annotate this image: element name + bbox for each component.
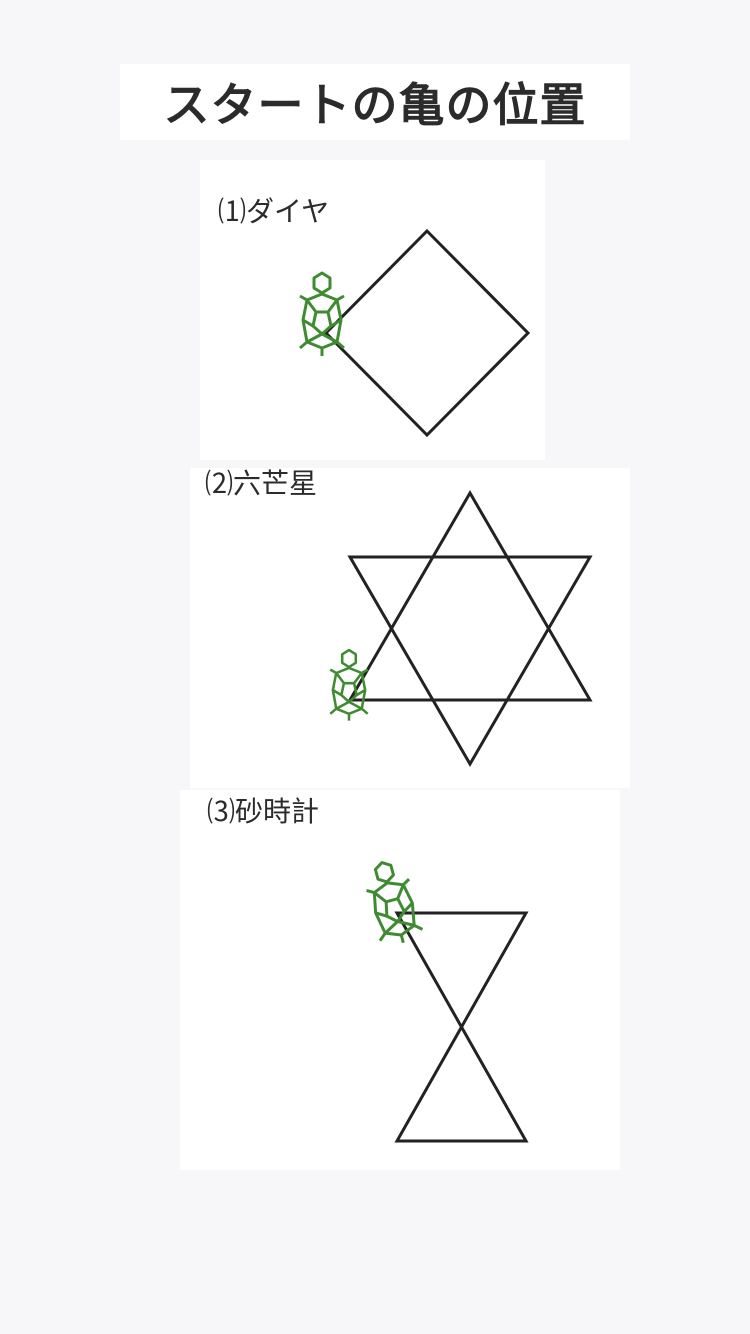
panel-hexagram xyxy=(190,468,630,788)
panel-hourglass xyxy=(180,790,620,1170)
turtle-icon xyxy=(299,271,345,356)
turtle-icon xyxy=(366,861,424,944)
hexagram-up-triangle xyxy=(347,490,593,702)
section-label-hourglass: ⑶砂時計 xyxy=(207,795,320,828)
section-label-diamond: ⑴ダイヤ xyxy=(218,195,330,228)
panel-diamond xyxy=(200,160,545,460)
hexagram-down-triangle xyxy=(347,555,593,767)
page-title: スタートの亀の位置 xyxy=(120,64,630,140)
diamond-shape xyxy=(323,228,531,438)
hourglass-shape xyxy=(394,911,529,1143)
section-label-hexagram: ⑵六芒星 xyxy=(205,467,318,500)
turtle-icon xyxy=(329,648,369,721)
